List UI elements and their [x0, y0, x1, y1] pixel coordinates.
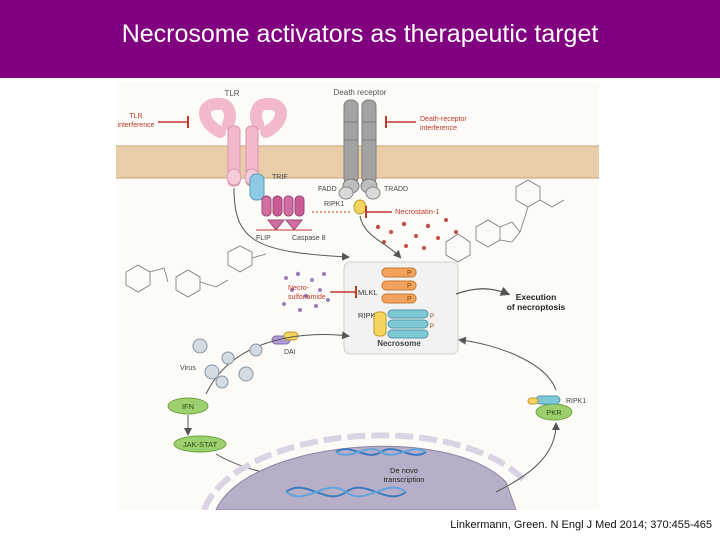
necrostatin-label: Necrostatin-1: [395, 207, 440, 216]
tlr-to-necrosome-arrow: [233, 187, 350, 261]
virus-particles: [192, 338, 263, 389]
execution-arrow: [455, 286, 511, 296]
dna-helix: [285, 448, 427, 498]
necrosulfonamide-molecules: [282, 271, 330, 312]
execution-label-2: of necroptosis: [507, 302, 566, 312]
ripk1-label: RIPK1: [324, 201, 344, 208]
death-receptor-inhibitor-symbol: [385, 116, 416, 128]
necrosulfonamide-label-2: sulfonamide: [288, 294, 326, 301]
ifn-label: IFN: [182, 402, 194, 411]
ripk3-stack: [373, 309, 429, 339]
necrostatin-chemical-structure: [445, 179, 565, 263]
trif-label: TRIF: [272, 174, 288, 181]
dr-to-necrosome-arrow: [359, 215, 402, 259]
jak-stat-label: JAK-STAT: [183, 440, 218, 449]
dr-interference-label-2: interference: [420, 125, 457, 132]
tlr-interference-label-2: interference: [118, 122, 155, 129]
ripk3-label: RIPK3: [358, 311, 380, 320]
caspase8-label: Caspase 8: [292, 235, 326, 242]
ripk1-right-label: RIPK1: [566, 398, 586, 405]
dr-interference-label-1: Death-receptor: [420, 116, 467, 123]
slide-title: Necrosome activators as therapeutic targ…: [121, 20, 599, 48]
tlr-interference-label-1: TLR: [129, 113, 142, 120]
fadd-label: FADD: [318, 186, 337, 193]
mlkl-label: MLKL: [358, 288, 378, 297]
necrostatin-molecules: [375, 218, 458, 250]
citation: Linkermann, Green. N Engl J Med 2014; 37…: [450, 519, 712, 531]
fadd-protein: [338, 186, 354, 200]
ripk1-right-protein: [527, 395, 561, 405]
death-receptor-label: Death receptor: [334, 88, 387, 97]
tradd-label: TRADD: [384, 186, 408, 193]
denovo-label-2: transcription: [384, 475, 425, 484]
necrosome-label: Necrosome: [377, 339, 421, 348]
necrostatin-inhibitor-symbol: [365, 206, 392, 218]
dai-label: DAI: [284, 349, 296, 356]
pkr-to-necrosome-arrow: [458, 336, 557, 391]
death-receptor: [342, 99, 378, 194]
execution-label-1: Execution: [516, 292, 557, 302]
tradd-protein: [365, 186, 381, 200]
necrosulfonamide-label-1: Necro-: [288, 285, 310, 292]
necrosulfonamide-inhibitor-symbol: [330, 286, 357, 298]
transcription-to-pkr-arrow: [495, 422, 560, 493]
tlr-inhibitor-symbol: [158, 116, 189, 128]
pkr-label: PKR: [546, 408, 562, 417]
phospho-label-1: P: [407, 270, 412, 277]
denovo-label-1: De novo: [390, 466, 418, 475]
necrosome-box: [343, 261, 459, 355]
ripk3-phospho-label-1: P: [430, 314, 434, 320]
ripk3-phospho-label-2: P: [430, 324, 434, 330]
nuclear-envelope: [201, 432, 529, 510]
jak-stat-box: [173, 435, 227, 453]
phospho-label-2: P: [407, 283, 412, 290]
necroptosis-pathway-figure: TLR TLR interference Death receptor Deat…: [116, 82, 599, 510]
trif-protein: [249, 173, 265, 201]
pathway-diagram: TLR TLR interference Death receptor Deat…: [116, 88, 599, 510]
necrosulfonamide-chemical-structure: [125, 245, 267, 298]
tlr-label: TLR: [224, 89, 239, 98]
ripk1-protein: [353, 199, 367, 215]
mlkl-phospho-stack: [381, 267, 417, 304]
phospho-label-3: P: [407, 296, 412, 303]
flip-label: FLIP: [256, 235, 271, 242]
ifn-box: [167, 397, 209, 415]
flip-caspase8-complex: [261, 195, 305, 231]
virus-label: Virus: [180, 365, 196, 372]
slide-header: Necrosome activators as therapeutic targ…: [0, 0, 720, 78]
